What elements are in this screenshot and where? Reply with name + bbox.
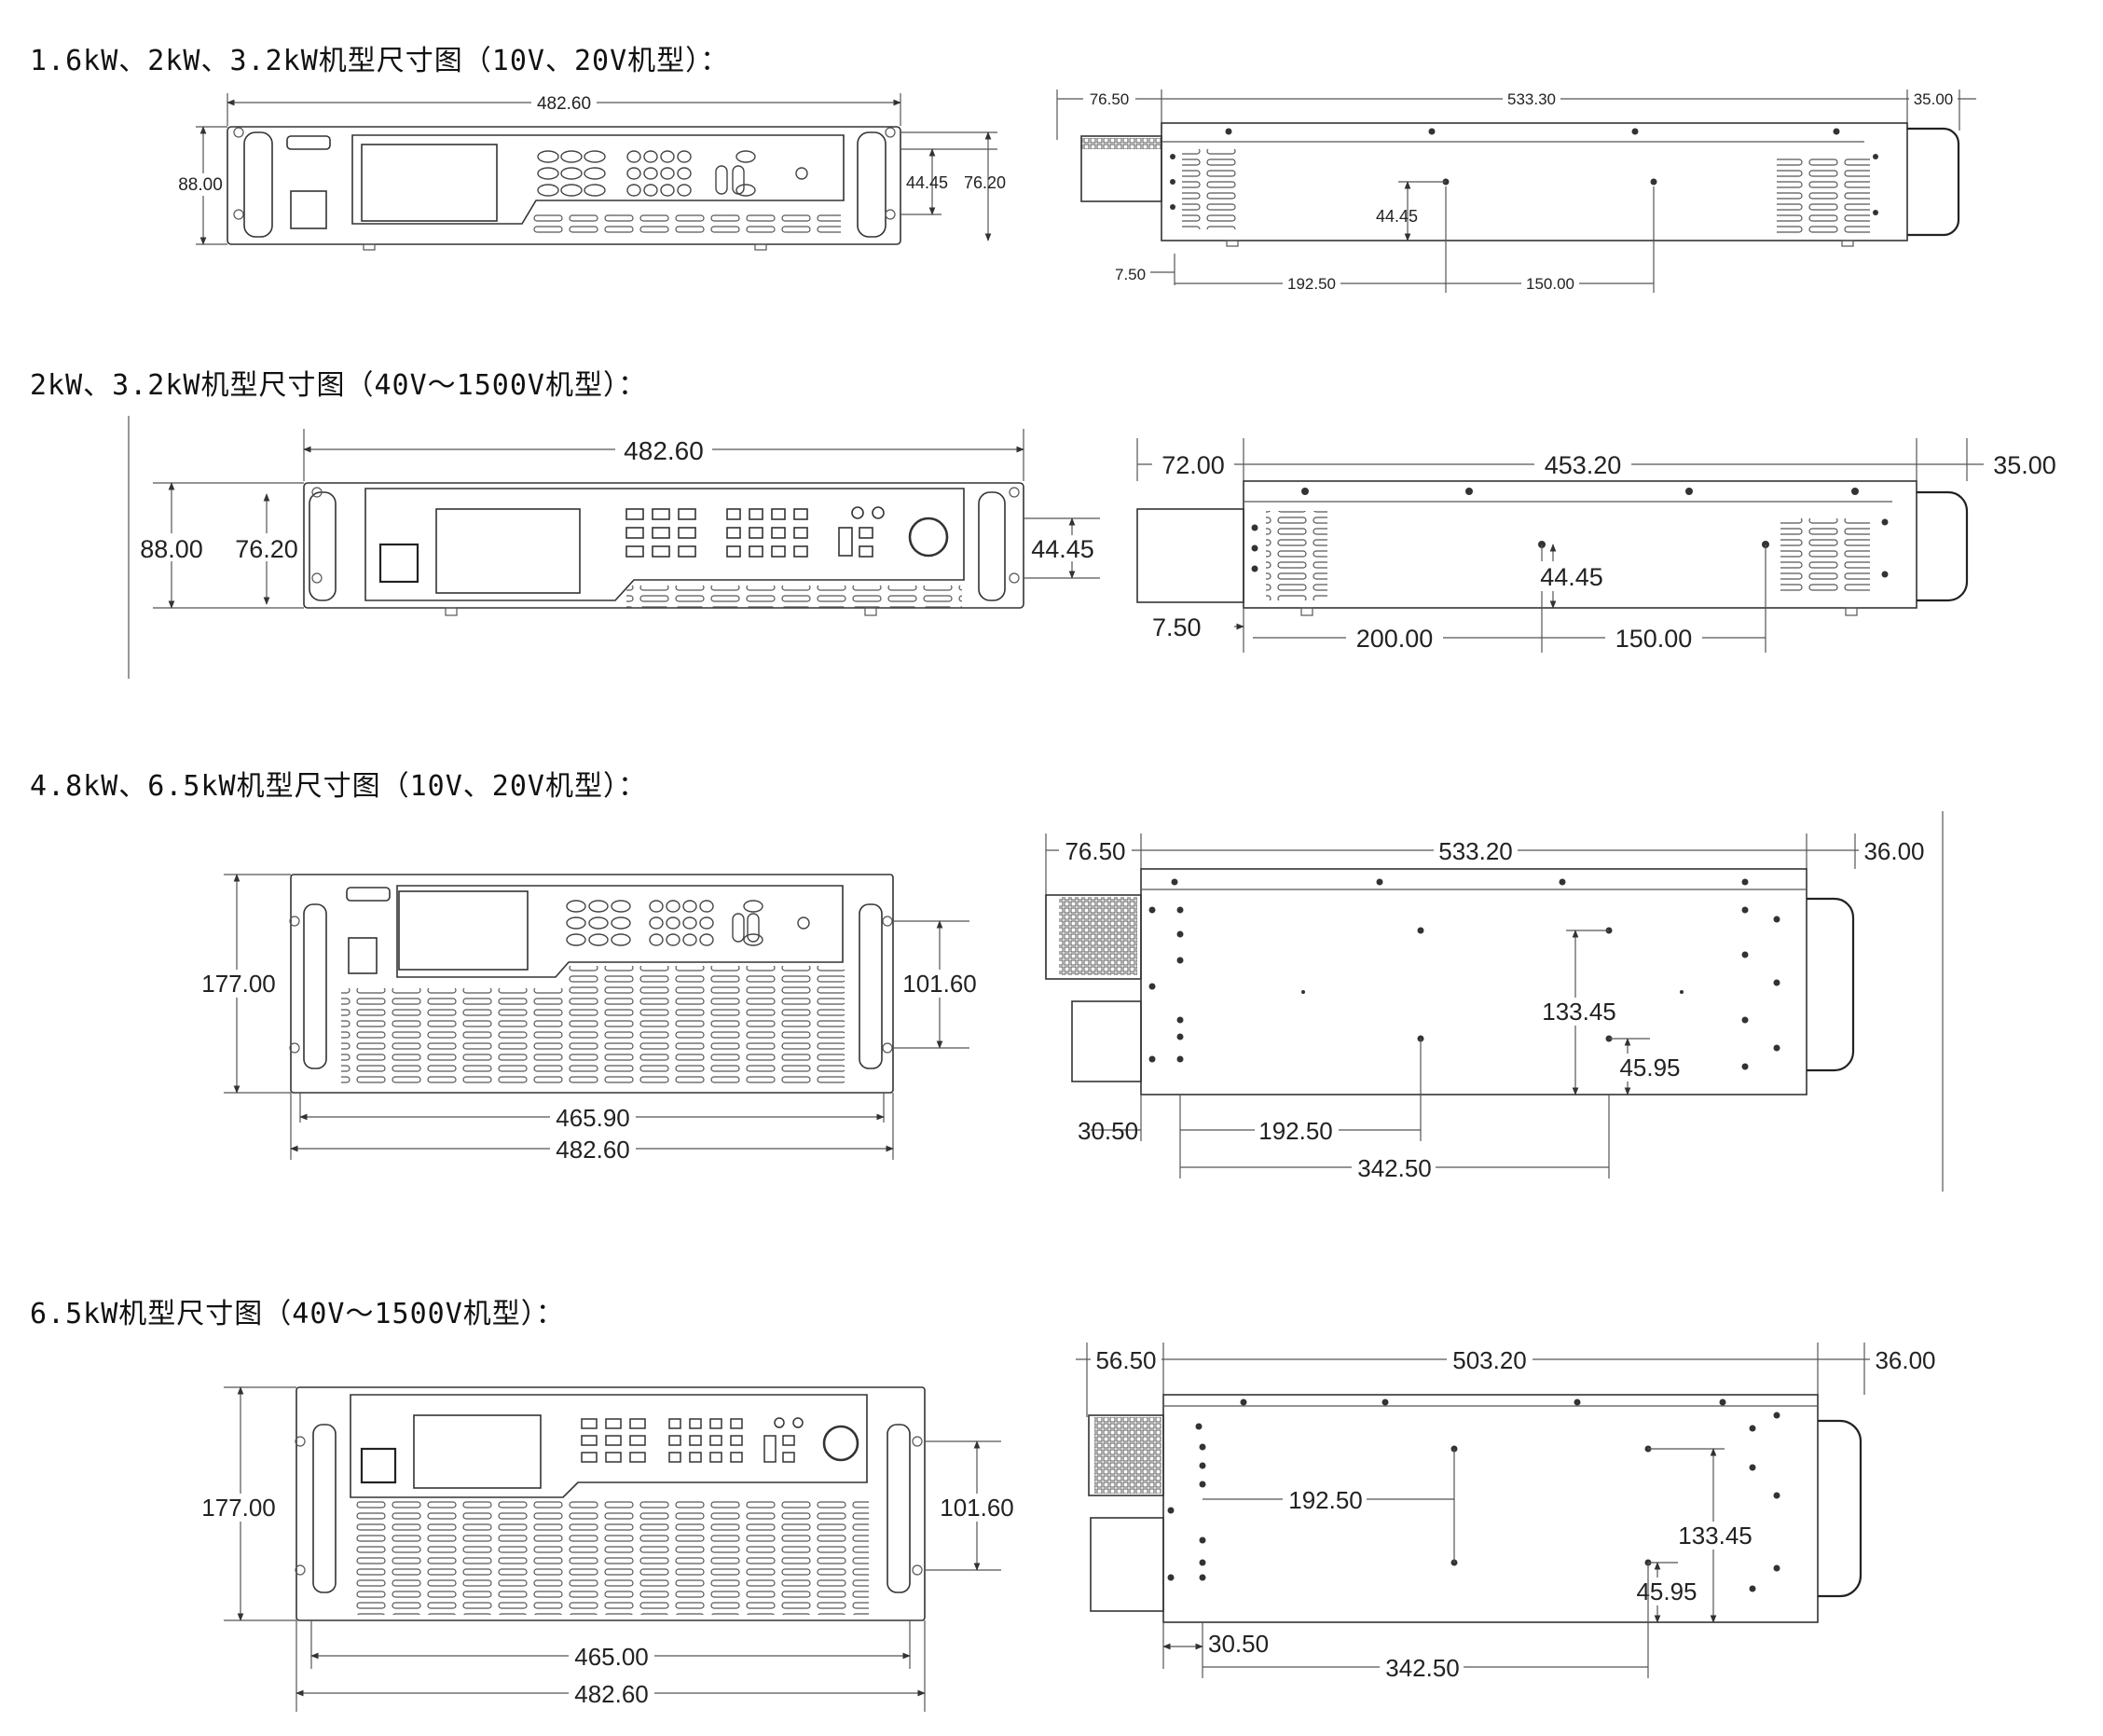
section3-front-view: 177.00 101.60 [199, 874, 979, 1164]
s4-front-rack-label: 101.60 [940, 1494, 1014, 1522]
s3-side-foot-offset-label: 30.50 [1078, 1117, 1138, 1145]
section2-side-view: 72.00 453.20 35.00 44.45 7.50 200.00 [1136, 438, 2066, 653]
s2-side-hole-a-label: 200.00 [1356, 625, 1434, 653]
s1-side-hole-b-label: 150.00 [1526, 275, 1574, 293]
s3-side-hole-a-label: 192.50 [1258, 1117, 1333, 1145]
s3-side-hole-v1-label: 133.45 [1542, 998, 1616, 1026]
s1-side-handle-label: 35.00 [1914, 90, 1954, 108]
s1-side-depth-label: 533.30 [1507, 90, 1556, 108]
s4-side-hole-a-label: 192.50 [1288, 1486, 1363, 1514]
section2-front-view: 482.60 88.00 76.20 [132, 429, 1102, 616]
s3-side-hole-b-label: 342.50 [1357, 1154, 1432, 1182]
section1-side-view: 76.50 533.30 35.00 44.45 7.50 19 [1056, 88, 1976, 293]
s3-front-width-label: 482.60 [556, 1136, 630, 1164]
s4-front-width-label: 482.60 [574, 1680, 649, 1708]
s4-side-hole-v2-label: 45.95 [1636, 1578, 1697, 1605]
s4-side-hole-v1-label: 133.45 [1678, 1522, 1752, 1550]
section-heading-2: 2kW、3.2kW机型尺寸图（40V～1500V机型）： [30, 369, 647, 402]
s1-side-front-ext-label: 76.50 [1090, 90, 1130, 108]
section4-side-view: 56.50 503.20 36.00 192.50 133.45 [1076, 1343, 1941, 1682]
s3-side-hole-v2-label: 45.95 [1619, 1054, 1680, 1082]
s1-side-hole-a-label: 192.50 [1287, 275, 1336, 293]
section3-side-view: 76.50 533.20 36.00 133.45 45.95 [1045, 811, 1944, 1192]
s3-front-inner-width-label: 465.90 [556, 1104, 630, 1132]
s4-side-handle-label: 36.00 [1875, 1346, 1935, 1374]
s1-side-foot-offset-label: 7.50 [1115, 266, 1146, 283]
section4-front-view: 177.00 101.60 [199, 1386, 1016, 1712]
s2-front-height-label: 88.00 [140, 535, 203, 563]
s2-side-handle-label: 35.00 [1993, 451, 2056, 479]
s2-front-inner-label: 76.20 [235, 535, 298, 563]
s4-side-front-ext-label: 56.50 [1095, 1346, 1156, 1374]
s2-front-rack-label: 44.45 [1031, 535, 1094, 563]
s1-front-width-label: 482.60 [537, 94, 591, 114]
section-heading-4: 6.5kW机型尺寸图（40V～1500V机型）： [30, 1298, 565, 1330]
s4-side-foot-offset-label: 30.50 [1208, 1630, 1269, 1658]
s3-front-height-label: 177.00 [201, 970, 276, 998]
s2-side-foot-offset-label: 7.50 [1152, 613, 1202, 641]
s4-side-hole-b-label: 342.50 [1385, 1654, 1460, 1682]
s1-front-inner-label: 76.20 [964, 173, 1006, 192]
section-heading-3: 4.8kW、6.5kW机型尺寸图（10V、20V机型）： [30, 770, 647, 803]
s2-side-hole-b-label: 150.00 [1615, 625, 1693, 653]
s3-side-front-ext-label: 76.50 [1065, 837, 1125, 865]
section1-front-view: 482.60 88.00 [173, 91, 1006, 251]
s1-front-rack-label: 44.45 [906, 173, 948, 192]
s2-side-depth-label: 453.20 [1545, 451, 1622, 479]
s4-side-depth-label: 503.20 [1452, 1346, 1527, 1374]
s2-side-hole-v-label: 44.45 [1540, 563, 1603, 591]
section-heading-1: 1.6kW、2kW、3.2kW机型尺寸图（10V、20V机型）： [30, 45, 730, 77]
s1-side-hole-v-label: 44.45 [1376, 207, 1418, 226]
s3-side-depth-label: 533.20 [1438, 837, 1513, 865]
s4-front-inner-width-label: 465.00 [574, 1643, 649, 1671]
s3-front-rack-label: 101.60 [902, 970, 977, 998]
s2-side-front-ext-label: 72.00 [1161, 451, 1225, 479]
s4-front-height-label: 177.00 [201, 1494, 276, 1522]
s2-front-width-label: 482.60 [624, 436, 704, 465]
s1-front-height-label: 88.00 [178, 175, 223, 195]
s3-side-handle-label: 36.00 [1863, 837, 1924, 865]
